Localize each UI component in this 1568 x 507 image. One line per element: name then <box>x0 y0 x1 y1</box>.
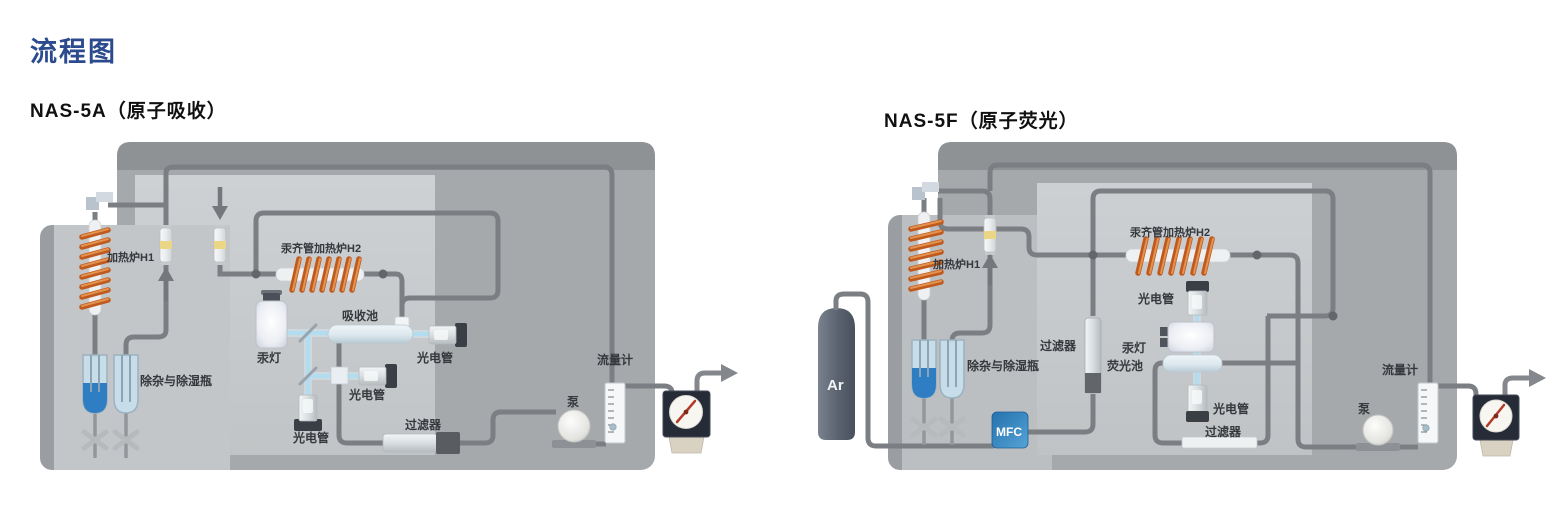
diagram-header-nas5a: NAS-5A（原子吸收） <box>30 101 227 122</box>
flow-up-arrow <box>158 267 174 301</box>
pipe-junction <box>1328 311 1338 321</box>
solenoid-valve-2 <box>213 225 227 265</box>
gas-outlet-arrow <box>1502 369 1546 396</box>
phototube-signal <box>428 323 467 347</box>
label-bottles: 除杂与除湿瓶 <box>967 358 1039 373</box>
label-bottles: 除杂与除湿瓶 <box>140 373 212 388</box>
inline-filter <box>382 432 460 454</box>
phototube-vertical <box>294 394 322 431</box>
pressure-gauge <box>1472 394 1520 457</box>
label-pump: 泵 <box>567 395 579 409</box>
label-fluorescence-cell: 荧光池 <box>1107 358 1143 373</box>
furnace-h2-coil <box>1125 236 1231 276</box>
label-furnace-h2: 汞齐管加热炉H2 <box>280 241 361 255</box>
scrubber-bottle-1 <box>911 339 937 399</box>
label-flowmeter: 流量计 <box>1382 362 1418 377</box>
diagram-header-nas5f: NAS-5F（原子荧光） <box>884 111 1079 132</box>
drain-valve-icon <box>81 429 140 451</box>
label-furnace-h2: 汞齐管加热炉H2 <box>1129 225 1210 239</box>
nas5f-flow-diagram: Ar <box>818 142 1546 470</box>
label-phototube-mid: 光电管 <box>348 387 385 402</box>
beam-splitter-icon <box>298 323 318 386</box>
label-phototube-bottom: 光电管 <box>292 430 329 445</box>
furnace-h1-coil <box>908 211 944 301</box>
nas5a-flow-diagram: 加热炉H1 汞齐管加热炉H2 吸收池 汞灯 光电管 光电管 光电管 除杂与除湿瓶… <box>40 142 738 470</box>
flow-up-arrow <box>982 254 998 285</box>
label-flowmeter: 流量计 <box>597 352 633 367</box>
solenoid-valve-1 <box>159 225 173 265</box>
fluorescence-cell <box>1162 354 1223 373</box>
label-furnace-h1: 加热炉H1 <box>932 257 980 271</box>
label-filter-bottom: 过滤器 <box>1205 424 1242 439</box>
cross-fitting <box>330 366 349 385</box>
phototube-top <box>1186 281 1209 316</box>
instrument-panel <box>40 142 655 470</box>
label-phototube-right: 光电管 <box>416 350 453 365</box>
argon-cylinder: Ar <box>818 308 855 440</box>
furnace-h2-coil <box>275 256 365 293</box>
scrubber-bottle-1 <box>82 354 108 414</box>
drain-valve-icon <box>910 416 966 438</box>
phototube-bottom <box>1186 384 1209 422</box>
label-furnace-h1: 加热炉H1 <box>106 250 154 264</box>
mercury-lamp <box>1160 321 1215 353</box>
label-mercury-lamp: 汞灯 <box>256 350 281 365</box>
label-absorption-cell: 吸收池 <box>342 308 378 323</box>
pipe-junction <box>251 269 261 279</box>
phototube-reference <box>358 364 397 388</box>
pipe-junction <box>1252 250 1262 260</box>
mercury-lamp <box>255 290 288 349</box>
mass-flow-controller: MFC <box>991 411 1029 449</box>
label-filter-vertical: 过滤器 <box>1040 338 1077 353</box>
flow-down-arrow <box>212 187 228 220</box>
page-title: 流程图 <box>30 37 117 67</box>
flow-meter <box>1417 382 1439 444</box>
label-pump: 泵 <box>1358 402 1370 416</box>
solenoid-valve <box>983 215 997 255</box>
inlet-fitting <box>912 182 939 200</box>
gas-outlet-arrow <box>694 364 738 392</box>
inlet-filter <box>1084 317 1102 394</box>
scrubber-bottle-2 <box>113 354 139 414</box>
pump <box>1356 414 1400 451</box>
absorption-cell <box>327 316 414 344</box>
label-phototube-bottom: 光电管 <box>1212 401 1249 416</box>
label-filter: 过滤器 <box>405 417 442 432</box>
outlet-filter <box>1181 436 1258 449</box>
inlet-fitting <box>86 192 113 210</box>
pipe-junction <box>378 269 388 279</box>
scrubber-bottle-2 <box>939 339 965 399</box>
pump <box>552 409 596 448</box>
label-mercury-lamp: 汞灯 <box>1121 340 1146 355</box>
label-mfc: MFC <box>996 425 1022 439</box>
pressure-gauge <box>662 390 711 454</box>
pipe-junction <box>1088 250 1098 260</box>
label-argon: Ar <box>827 377 844 394</box>
furnace-h1-coil <box>79 219 111 316</box>
flow-meter <box>604 382 626 444</box>
label-phototube-top: 光电管 <box>1137 291 1174 306</box>
